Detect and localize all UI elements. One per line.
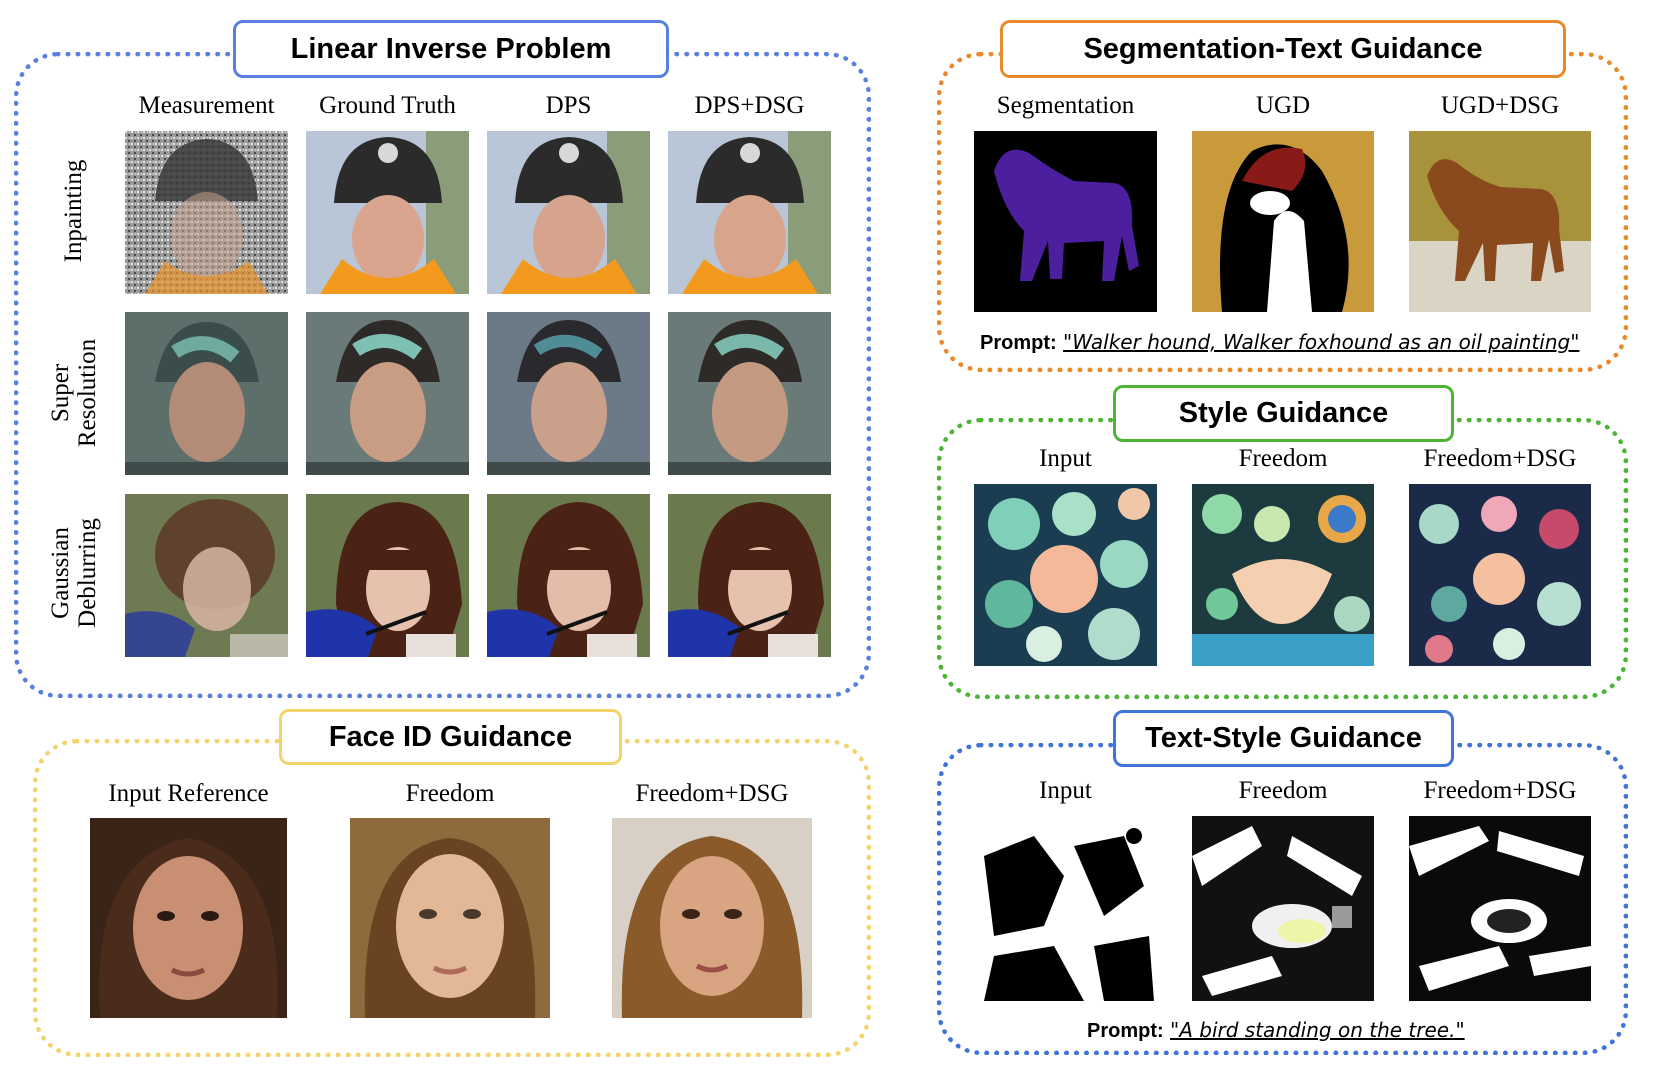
- text-style-freedom-dsg-image: [1409, 816, 1591, 1001]
- inpainting-dps-image: [487, 131, 650, 294]
- text-style-freedom-image: [1192, 816, 1374, 1001]
- text-style-title: Text-Style Guidance: [1113, 710, 1454, 767]
- face-id-title: Face ID Guidance: [279, 709, 622, 765]
- col-style-freedom-dsg: Freedom+DSG: [1423, 445, 1577, 472]
- segmentation-prompt-text: "Walker hound, Walker foxhound as an oil…: [1063, 330, 1580, 354]
- deblurring-dps-dsg-image: [668, 494, 831, 657]
- col-measurement: Measurement: [138, 92, 275, 119]
- segmentation-prompt: Prompt: "Walker hound, Walker foxhound a…: [980, 330, 1579, 355]
- style-guidance-title: Style Guidance: [1113, 385, 1454, 442]
- deblurring-ground-truth-image: [306, 494, 469, 657]
- col-ugd-dsg: UGD+DSG: [1440, 92, 1560, 119]
- super-resolution-ground-truth-image: [306, 312, 469, 475]
- col-input-reference: Input Reference: [108, 780, 269, 807]
- super-resolution-dps-image: [487, 312, 650, 475]
- col-text-style-freedom-dsg: Freedom+DSG: [1423, 777, 1577, 804]
- segmentation-text-title: Segmentation-Text Guidance: [1000, 20, 1566, 78]
- col-ground-truth: Ground Truth: [319, 92, 456, 119]
- style-freedom-dsg-image: [1409, 484, 1591, 666]
- col-style-freedom: Freedom: [1238, 445, 1328, 472]
- style-input-image: [974, 484, 1157, 666]
- inpainting-ground-truth-image: [306, 131, 469, 294]
- ugd-dog-image: [1192, 131, 1374, 312]
- row-label-inpainting: Inpainting: [60, 159, 87, 263]
- col-ugd: UGD: [1255, 92, 1311, 119]
- deblurring-dps-image: [487, 494, 650, 657]
- col-face-freedom: Freedom: [405, 780, 495, 807]
- row-label-super-resolution: Super Resolution: [47, 338, 101, 448]
- col-text-style-input: Input: [1039, 777, 1092, 804]
- super-resolution-dps-dsg-image: [668, 312, 831, 475]
- text-style-prompt-label: Prompt:: [1087, 1020, 1164, 1042]
- inpainting-dps-dsg-image: [668, 131, 831, 294]
- col-dps: DPS: [545, 92, 592, 119]
- text-style-prompt-text: "A bird standing on the tree.": [1170, 1018, 1465, 1042]
- style-freedom-image: [1192, 484, 1374, 666]
- deblurring-measurement-image: [125, 494, 288, 657]
- col-dps-dsg: DPS+DSG: [694, 92, 805, 119]
- row-label-gaussian-deblurring: Gaussian Deblurring: [47, 518, 101, 628]
- col-segmentation: Segmentation: [996, 92, 1135, 119]
- inpainting-measurement-image: [125, 131, 288, 294]
- face-freedom-dsg-image: [612, 818, 812, 1018]
- text-style-input-image: [974, 816, 1157, 1001]
- segmentation-image: [974, 131, 1157, 312]
- face-freedom-image: [350, 818, 550, 1018]
- super-resolution-measurement-image: [125, 312, 288, 475]
- col-style-input: Input: [1039, 445, 1092, 472]
- text-style-prompt: Prompt: "A bird standing on the tree.": [1087, 1018, 1465, 1043]
- linear-inverse-title: Linear Inverse Problem: [233, 20, 669, 78]
- segmentation-prompt-label: Prompt:: [980, 332, 1057, 354]
- col-text-style-freedom: Freedom: [1238, 777, 1328, 804]
- ugd-dsg-dog-image: [1409, 131, 1591, 312]
- col-face-freedom-dsg: Freedom+DSG: [635, 780, 789, 807]
- face-input-reference-image: [90, 818, 287, 1018]
